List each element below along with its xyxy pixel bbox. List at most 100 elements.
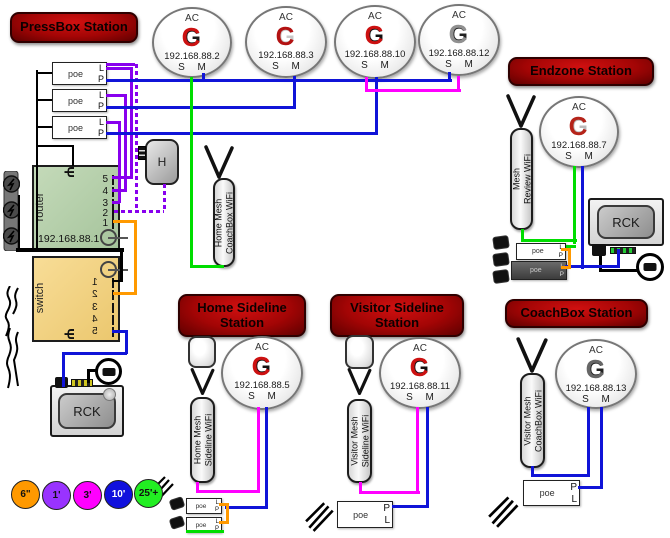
usb-icon: Ψ: [61, 328, 78, 340]
antenna-v-icon: [347, 368, 372, 395]
legend-25ft: 25'+: [134, 479, 163, 508]
wire-magenta: [416, 407, 419, 494]
wire-blue: [112, 330, 127, 333]
port-tick: [112, 199, 114, 209]
port-p: P: [558, 251, 563, 259]
wire-black: [87, 369, 90, 383]
wire-blue: [578, 486, 603, 489]
wire-orange: [561, 248, 570, 251]
wire-black: [36, 145, 74, 147]
port-p: P: [383, 502, 390, 514]
poe-label: poe: [67, 68, 83, 79]
wire-magenta: [457, 76, 460, 91]
ap-ip-address: 192.168.88.2: [164, 51, 220, 62]
wire-blue: [375, 77, 378, 134]
ap-type-label: AC: [368, 11, 382, 22]
wifi-line-2: Sideline WiFi: [202, 413, 213, 467]
wire-orange: [226, 503, 229, 524]
wire-magenta: [359, 491, 420, 494]
ap-type-label: AC: [413, 343, 427, 354]
wire-purple: [106, 67, 132, 70]
ap-port-labels: S M: [406, 392, 439, 403]
ap-ip-address: 192.168.88.7: [551, 140, 607, 151]
switch-port-2: 2: [92, 289, 98, 300]
wire-magenta: [365, 77, 368, 92]
wire-green: [521, 229, 524, 242]
poe-label: poe: [195, 521, 207, 529]
ap-port-labels: S M: [582, 394, 615, 405]
ap-port-labels: S M: [178, 62, 211, 73]
wire-black: [87, 369, 96, 372]
wire-black: [120, 248, 123, 282]
wire-purple: [106, 121, 120, 124]
wire-blue: [125, 330, 128, 354]
port-tick: [112, 175, 114, 185]
wire-purple-dashed: [114, 210, 164, 213]
wire-blue: [106, 79, 452, 82]
port-l: L: [559, 244, 563, 251]
power-port-line: [108, 237, 128, 239]
wire-orange: [113, 220, 137, 223]
ap-type-label: AC: [572, 102, 586, 113]
port-p: P: [97, 73, 104, 84]
switch-port-5: 5: [92, 326, 98, 337]
port-tick: [112, 219, 114, 229]
coachbox-station-title: CoachBox Station: [505, 299, 648, 328]
poe-label: poe: [195, 502, 207, 510]
usb-icon: Ψ: [61, 166, 78, 178]
wire-green: [566, 245, 576, 248]
wire-purple-dashed: [135, 64, 138, 212]
connector-strip-icon: [71, 379, 93, 387]
port-tick: [112, 278, 114, 288]
ap-port-labels: S M: [248, 391, 281, 402]
ap-port-labels: S M: [565, 151, 598, 162]
antenna-v-icon: [204, 145, 234, 179]
antenna-box-visitor: [345, 335, 374, 369]
wire-purple: [118, 121, 121, 203]
poe-label: poe: [531, 248, 544, 255]
port-tick: [112, 209, 114, 219]
antenna-v-icon: [190, 368, 215, 395]
wire-blue: [293, 76, 296, 108]
wire-orange: [134, 220, 137, 294]
wire-blue: [617, 249, 620, 267]
power-plug-icon: [95, 358, 122, 385]
wifi-line-1: Visitor Mesh: [349, 416, 359, 466]
power-plug-icon: [493, 253, 509, 266]
rck-label: RCK: [612, 214, 640, 230]
antenna-v-icon: [516, 337, 548, 373]
legend-1ft: 1': [42, 481, 71, 510]
antenna-box-home: [188, 336, 216, 368]
wifi-line-2: Sideline WiFi: [359, 414, 370, 468]
wire-blue: [426, 407, 429, 508]
power-strip-icon: [3, 171, 20, 251]
port-l: L: [98, 117, 104, 128]
port-tick: [112, 303, 114, 313]
rj45-connector-icon: [55, 377, 68, 388]
port-p: P: [97, 100, 104, 111]
port-l: L: [98, 63, 104, 74]
wire-purple: [130, 67, 133, 179]
port-p: P: [214, 506, 219, 513]
port-l: L: [571, 493, 577, 505]
poe-label: poe: [67, 122, 83, 133]
poe-injector-endzone-1: poe LP: [516, 243, 566, 260]
wire-orange: [219, 503, 228, 506]
wire-blue: [565, 265, 620, 268]
switch-label: switch: [34, 282, 46, 314]
switch-port-4: 4: [92, 314, 98, 325]
wire-green: [190, 265, 224, 268]
power-plug-icon: [493, 236, 509, 249]
